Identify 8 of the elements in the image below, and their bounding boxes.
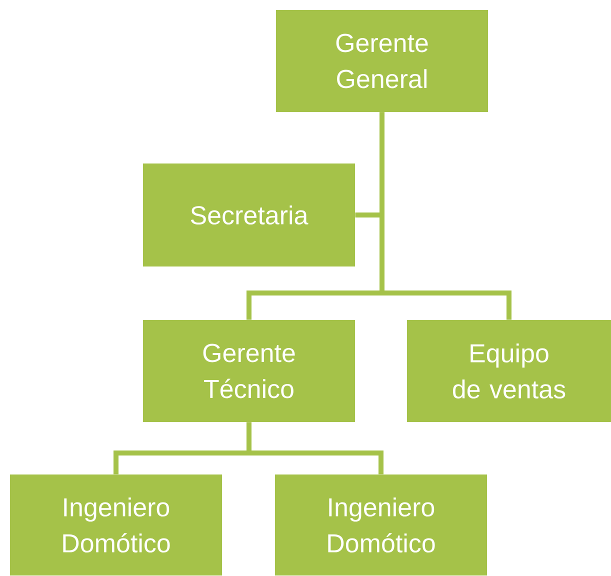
org-box: Gerente Técnico — [143, 320, 355, 422]
org-box: Ingeniero Domótico — [275, 474, 487, 576]
connector-line — [246, 422, 384, 474]
connector-line — [380, 112, 512, 320]
org-box: Secretaria — [143, 164, 355, 266]
org-box: Equipo de ventas — [407, 320, 611, 422]
org-box: Gerente General — [276, 10, 488, 112]
org-box: Ingeniero Domótico — [10, 474, 222, 576]
